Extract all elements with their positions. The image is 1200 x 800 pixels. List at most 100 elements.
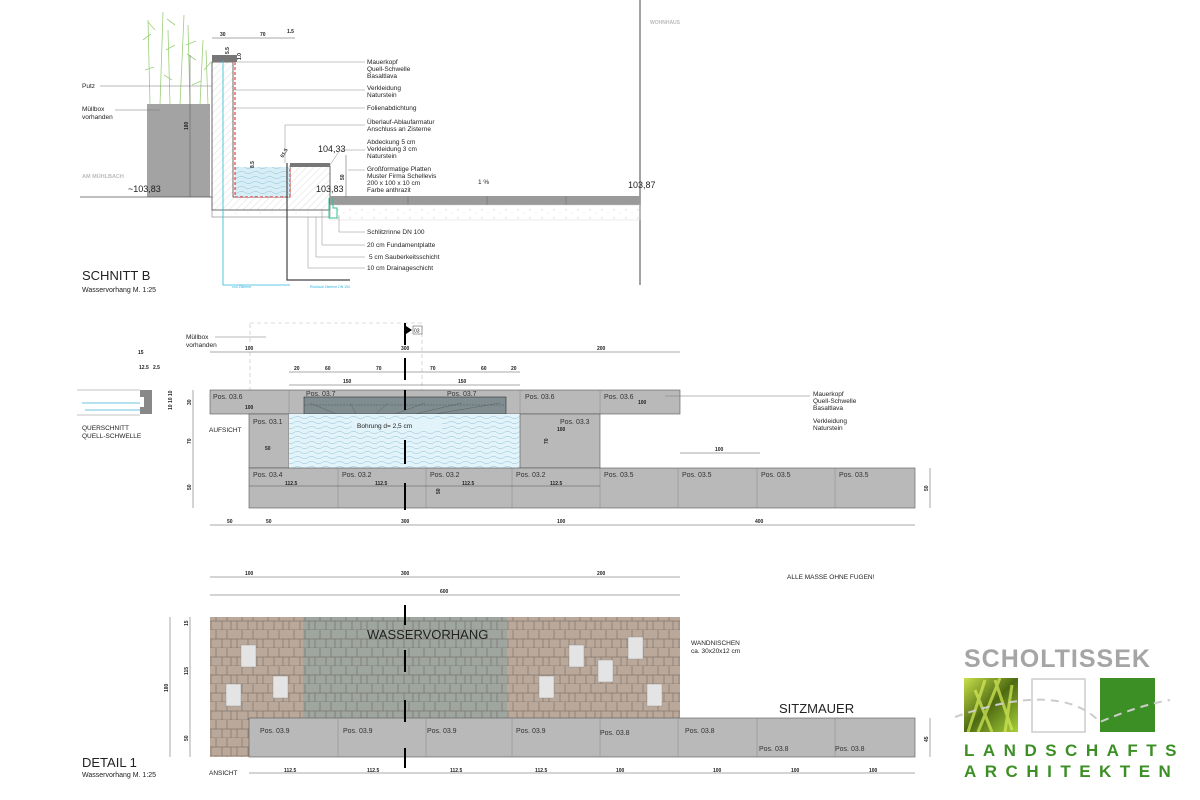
dim-label: 112.5 xyxy=(462,481,474,487)
building-label: WOHNHAUS xyxy=(650,20,681,26)
muellbox-label: Müllbox xyxy=(82,106,105,113)
muellbox-label: Müllbox xyxy=(186,334,209,341)
logo-line-1: LANDSCHAFTS xyxy=(964,741,1185,760)
dim-label: 2.5 xyxy=(153,365,160,371)
foundation-layers xyxy=(211,209,331,218)
callout-text: Großformatige Platten xyxy=(367,166,431,173)
stream-label: AM MÜHLBACH xyxy=(82,173,124,180)
block-pos-03-3 xyxy=(519,413,601,469)
position-label: Pos. 03.5 xyxy=(839,472,869,479)
position-label: Pos. 03.9 xyxy=(516,728,546,735)
callout-text: 10 cm Drainageschicht xyxy=(367,265,433,272)
position-label: Pos. 03.7 xyxy=(447,391,477,398)
dim-label: 100 xyxy=(245,405,254,411)
dim-label: 150 xyxy=(458,379,467,385)
callout-text: 200 x 100 x 10 cm xyxy=(367,180,420,187)
dim-label: 60 xyxy=(481,366,487,372)
dimension-note: ALLE MASSE OHNE FUGEN! xyxy=(787,574,875,581)
dim-label: 100 xyxy=(869,768,878,774)
slope-label: 1 % xyxy=(478,179,489,186)
plan-view: Müllbox vorhanden 100 300 200 20 60 70 7… xyxy=(77,322,931,526)
seat-wall xyxy=(248,717,916,758)
dim-label: 50 xyxy=(436,488,442,494)
dim-8-5: 8.5 xyxy=(250,161,256,168)
elevation-view: 100 300 200 600 ALLE MASSE OHNE FUGEN! 1… xyxy=(82,571,931,779)
membrane-line xyxy=(234,62,291,198)
logo-white-square xyxy=(1031,678,1086,733)
supply-pipe-label: von Zisterne xyxy=(232,285,251,289)
section-b-title: SCHNITT B xyxy=(82,268,150,283)
callout-text: Folienabdichtung xyxy=(367,105,417,112)
dim-label: 300 xyxy=(401,571,410,577)
plan-dim-lines xyxy=(192,351,931,526)
cover-slab xyxy=(290,163,330,167)
callout-texts: Mauerkopf Quell-Schwelle Basaltlava Verk… xyxy=(367,59,440,272)
muellbox-label-2: vorhanden xyxy=(82,114,113,121)
position-label: Pos. 03.9 xyxy=(427,728,457,735)
water-curtain-label: WASSERVORHANG xyxy=(367,627,488,642)
callout-text: Basaltlava xyxy=(813,405,843,412)
section-arrow-icon xyxy=(406,326,412,334)
callout-text: Anschluss an Zisterne xyxy=(367,126,431,133)
dim-label: 50 xyxy=(266,519,272,525)
muellbox-section xyxy=(147,104,210,197)
seat-wall-labels: Pos. 03.9 Pos. 03.9 Pos. 03.9 Pos. 03.9 … xyxy=(260,728,878,774)
dim-label: 50 xyxy=(187,484,193,490)
muellbox-label-2: vorhanden xyxy=(186,342,217,349)
dim-label: 12.5 xyxy=(139,365,149,371)
elevation-paving: 103,83 xyxy=(316,184,344,194)
position-label: Pos. 03.1 xyxy=(253,419,283,426)
dim-label: 112.5 xyxy=(284,768,296,774)
elevation-dim-lines xyxy=(169,576,931,774)
dim-label: 115 xyxy=(184,667,190,675)
dim-label: 45 xyxy=(924,736,930,742)
callout-text: Mauerkopf xyxy=(813,391,844,398)
position-label: Pos. 03.2 xyxy=(342,472,372,479)
callout-text: Basaltlava xyxy=(367,73,397,80)
muellbox-outline xyxy=(249,322,423,396)
logo-name: SCHOLTISSEK xyxy=(964,645,1151,673)
slot-drain xyxy=(328,198,338,219)
dim-label: 150 xyxy=(343,379,352,385)
callout-text: Naturstein xyxy=(367,153,397,160)
return-pipe-label: Rücklauf Zisterne DN 100 xyxy=(310,285,350,289)
position-label: Pos. 03.9 xyxy=(343,728,373,735)
plan-view-label: AUFSICHT xyxy=(209,427,242,434)
position-label: Pos. 03.8 xyxy=(835,746,865,753)
section-b-subtitle: Wasservorhang M. 1:25 xyxy=(82,287,156,294)
position-label: Pos. 03.2 xyxy=(430,472,460,479)
water-pattern xyxy=(235,167,290,197)
dim-label: 400 xyxy=(755,519,764,525)
dim-label: 70 xyxy=(187,438,193,444)
dim-180: 180 xyxy=(184,121,190,130)
dim-label: 15 xyxy=(138,350,144,356)
position-label: Pos. 03.8 xyxy=(685,728,715,735)
dim-label: 112.5 xyxy=(285,481,297,487)
logo-dashed-arc xyxy=(954,698,1171,724)
dim-label: 70 xyxy=(376,366,382,372)
callout-text: Überlauf-Ablaufarmatur xyxy=(367,118,435,126)
drill-leaders xyxy=(309,402,501,425)
bottom-band xyxy=(248,467,916,509)
paving-slabs xyxy=(330,196,640,205)
dim-label: 200 xyxy=(597,346,606,352)
position-label: Pos. 03.3 xyxy=(560,419,590,426)
position-label: Pos. 03.2 xyxy=(516,472,546,479)
dim-5-5: 5.5 xyxy=(225,47,231,54)
position-label: Pos. 03.5 xyxy=(682,472,712,479)
dim-label: 200 xyxy=(597,571,606,577)
position-label: Pos. 03.8 xyxy=(759,746,789,753)
return-pipe xyxy=(286,163,350,281)
dim-label: 60 xyxy=(325,366,331,372)
drill-label: Bohrung d= 2,5 cm xyxy=(357,423,412,430)
callout-text: Verkleidung 3 cm xyxy=(367,146,417,153)
dim-label: 70 xyxy=(544,438,550,444)
dim-label: 100 xyxy=(557,427,566,433)
dim-label: 100 xyxy=(245,571,254,577)
cross-section-label-2: QUELL-SCHWELLE xyxy=(82,433,142,440)
gravel-bed xyxy=(329,204,641,221)
dim-label: 112.5 xyxy=(450,768,462,774)
logo-line-2: ARCHITEKTEN xyxy=(964,762,1179,781)
bamboo-illustration xyxy=(142,11,212,106)
